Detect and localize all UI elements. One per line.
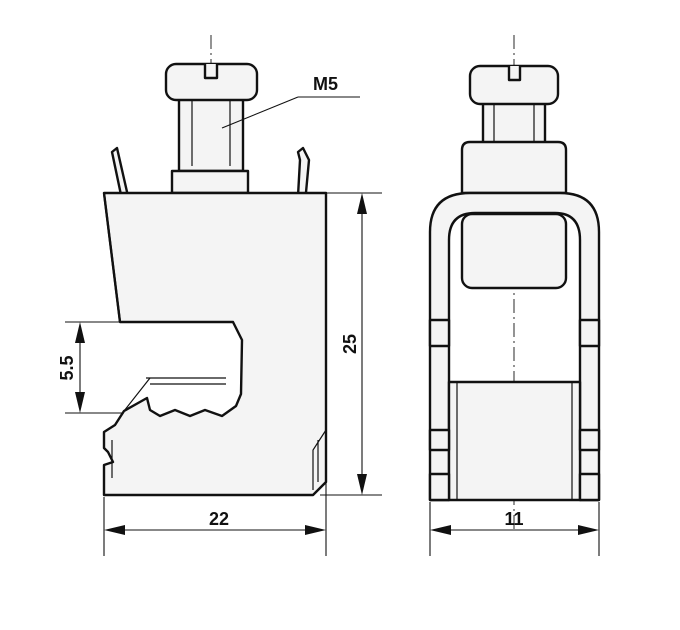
front-screw-slot (507, 66, 522, 82)
side-width-dimension: 22 (103, 482, 327, 556)
side-body (102, 191, 328, 497)
height-dimension: 25 (320, 192, 382, 496)
front-window (460, 212, 568, 290)
slot-dimension: 5.5 (57, 321, 124, 414)
slot-label: 5.5 (57, 355, 77, 380)
thread-callout: M5 (221, 74, 360, 129)
front-screw-shaft (481, 98, 547, 148)
side-screw-slot (203, 64, 219, 80)
front-upper-block (460, 140, 568, 195)
thread-label: M5 (313, 74, 338, 94)
side-screw-nut (170, 169, 250, 195)
side-view (102, 35, 328, 497)
height-label: 25 (340, 334, 360, 354)
front-width-dimension: 11 (429, 502, 600, 556)
front-right-tab-upper (578, 318, 601, 348)
front-left-tab-mid (428, 428, 451, 452)
front-lower-body (447, 380, 582, 502)
front-view (428, 35, 601, 530)
side-width-label: 22 (209, 509, 229, 529)
front-right-foot (578, 472, 601, 502)
front-right-tab-mid (578, 428, 601, 452)
side-screw-shaft (177, 93, 245, 173)
front-width-label: 11 (504, 509, 523, 529)
front-left-tab-upper (428, 318, 451, 348)
front-left-foot (428, 472, 451, 502)
